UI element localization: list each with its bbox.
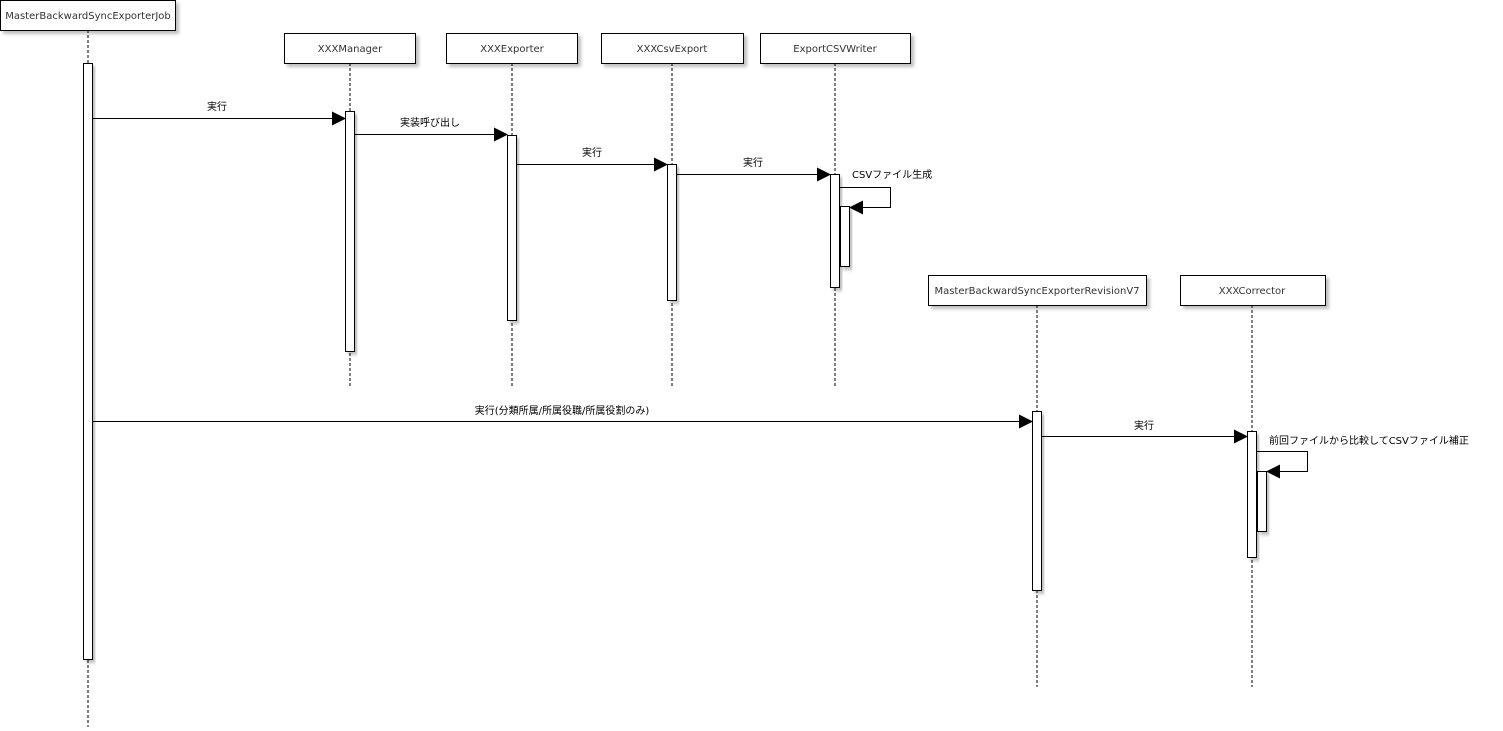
activation-manager [345, 111, 355, 352]
activation-csvexport [667, 164, 677, 301]
activation-job [83, 63, 93, 660]
participant-label: MasterBackwardSyncExporterRevisionV7 [934, 286, 1139, 297]
message-corrector-self[interactable]: 前回ファイルから比較してCSVファイル補正 [1257, 434, 1469, 479]
message-label: 実行 [207, 100, 227, 113]
message-csvexport-to-csvwriter[interactable]: 実行 [677, 156, 831, 182]
activation-exporter [507, 135, 517, 321]
participant-csvwriter[interactable]: ExportCSVWriter [760, 33, 911, 64]
participant-label: XXXCorrector [1219, 286, 1286, 297]
message-label: CSVファイル生成 [852, 168, 932, 181]
participant-label: ExportCSVWriter [793, 44, 877, 55]
message-csvwriter-self[interactable]: CSVファイル生成 [840, 168, 932, 215]
message-label: 実装呼び出し [400, 116, 460, 129]
participant-label: XXXManager [318, 44, 383, 55]
participant-revision[interactable]: MasterBackwardSyncExporterRevisionV7 [928, 275, 1147, 306]
participant-csvexport[interactable]: XXXCsvExport [601, 33, 744, 64]
message-label: 実行 [582, 146, 602, 159]
message-exporter-to-csvexport[interactable]: 実行 [517, 146, 668, 172]
activation-revision [1032, 411, 1042, 591]
participant-label: XXXExporter [480, 44, 544, 55]
message-label: 実行 [743, 156, 763, 169]
activation-csvwriter-nested [840, 206, 850, 267]
participant-exporter[interactable]: XXXExporter [446, 33, 578, 64]
activation-csvwriter [830, 174, 840, 288]
message-manager-to-exporter[interactable]: 実装呼び出し [355, 116, 508, 142]
message-job-to-revision[interactable]: 実行(分類所属/所属役職/所属役割のみ) [93, 404, 1033, 429]
message-label: 前回ファイルから比較してCSVファイル補正 [1269, 434, 1469, 447]
activation-corrector [1247, 431, 1257, 558]
participant-corrector[interactable]: XXXCorrector [1180, 275, 1326, 306]
participant-label: MasterBackwardSyncExporterJob [5, 11, 171, 22]
participant-label: XXXCsvExport [637, 44, 708, 55]
message-revision-to-corrector[interactable]: 実行 [1042, 419, 1248, 444]
activation-corrector-nested [1257, 471, 1267, 532]
participant-manager[interactable]: XXXManager [284, 33, 416, 64]
message-label: 実行 [1134, 419, 1154, 432]
message-label: 実行(分類所属/所属役職/所属役割のみ) [475, 404, 650, 417]
message-job-to-manager[interactable]: 実行 [93, 100, 346, 126]
participant-job[interactable]: MasterBackwardSyncExporterJob [0, 0, 176, 31]
